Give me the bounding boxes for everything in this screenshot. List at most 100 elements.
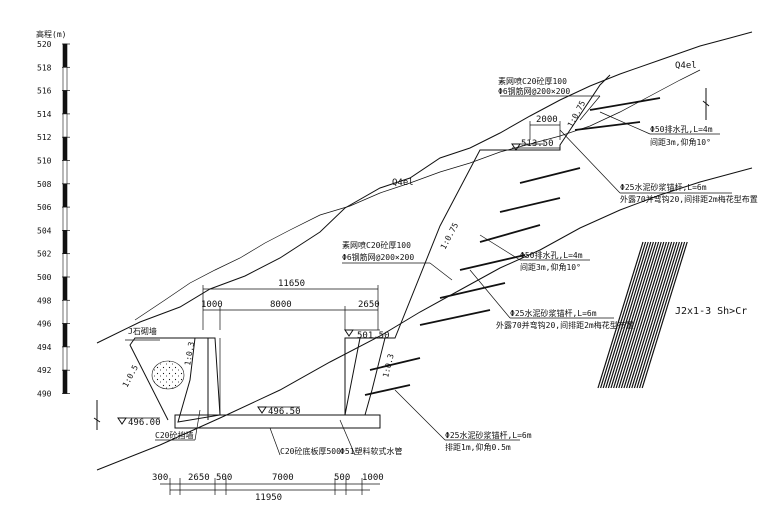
axis-title: 高程(m) <box>36 29 66 39</box>
axis-tick-label: 520 <box>37 40 52 49</box>
rock-hatch-line <box>641 241 688 389</box>
axis-tick-label: 502 <box>37 250 52 259</box>
axis-tick-label: 490 <box>37 390 52 399</box>
axis-bar-segment <box>62 67 68 91</box>
rock-hatch-line <box>623 241 670 389</box>
axis-bar-segment <box>62 113 68 138</box>
svg-text:Φ25水泥砂浆锚杆,L=6m: Φ25水泥砂浆锚杆,L=6m <box>510 308 597 318</box>
svg-text:C20砼挡墙: C20砼挡墙 <box>155 430 193 440</box>
top-dimensions: 11650 1000 8000 2650 2000 <box>201 115 561 330</box>
rock-hatch-line <box>602 241 649 389</box>
svg-text:Φ51塑料软式水管: Φ51塑料软式水管 <box>340 446 402 456</box>
axis-bar-segment <box>62 253 68 278</box>
svg-text:Φ50排水孔,L=4m: Φ50排水孔,L=4m <box>650 124 713 134</box>
svg-text:11950: 11950 <box>255 493 282 503</box>
rock-hatch-line <box>613 241 660 389</box>
svg-text:Φ50排水孔,L=4m: Φ50排水孔,L=4m <box>520 250 583 260</box>
elevation-axis: 5205185165145125105085065045025004984964… <box>37 40 70 399</box>
svg-text:素网喷C20砼厚100: 素网喷C20砼厚100 <box>342 240 411 250</box>
svg-text:Φ6钢筋网@200×200: Φ6钢筋网@200×200 <box>342 252 414 262</box>
rock-hatch-line <box>600 241 647 389</box>
note-drain-mid: Φ50排水孔,L=4m 间距3m,仰角10° <box>479 234 590 272</box>
svg-text:Φ25水泥砂浆锚杆,L=6m: Φ25水泥砂浆锚杆,L=6m <box>445 430 532 440</box>
svg-text:Φ25水泥砂浆锚杆,L=6m: Φ25水泥砂浆锚杆,L=6m <box>620 182 707 192</box>
axis-tick-label: 510 <box>37 157 52 166</box>
svg-text:J石砌墙: J石砌墙 <box>128 326 157 336</box>
svg-text:间距3m,仰角10°: 间距3m,仰角10° <box>650 137 711 147</box>
svg-text:1000: 1000 <box>201 300 223 310</box>
axis-bar-segment <box>62 43 68 68</box>
svg-text:500: 500 <box>216 473 232 483</box>
axis-bar-segment <box>62 136 68 161</box>
axis-bar-segment <box>62 323 68 348</box>
svg-text:300: 300 <box>152 473 168 483</box>
bottom-dimensions: 300 2650 500 7000 500 1000 11950 <box>152 473 384 503</box>
svg-text:间距3m,仰角10°: 间距3m,仰角10° <box>520 262 581 272</box>
svg-text:外露70并弯钩20,间排距2m梅花型布置: 外露70并弯钩20,间排距2m梅花型布置 <box>496 320 634 330</box>
note-anchor-mid: Φ25水泥砂浆锚杆,L=6m 外露70并弯钩20,间排距2m梅花型布置 <box>469 269 634 330</box>
rock-hatch-line <box>626 241 673 389</box>
svg-text:501.50: 501.50 <box>357 331 390 341</box>
axis-tick-label: 518 <box>37 63 52 72</box>
svg-text:C20砼底板厚500: C20砼底板厚500 <box>280 446 341 456</box>
svg-text:513.50: 513.50 <box>521 139 554 149</box>
rock-hatch-line <box>620 241 667 389</box>
axis-bar-segment <box>62 346 68 371</box>
axis-tick-label: 492 <box>37 366 52 375</box>
rock-hatch <box>597 241 688 389</box>
svg-text:素网喷C20砼厚100: 素网喷C20砼厚100 <box>498 76 567 86</box>
axis-bar-segment <box>62 369 68 394</box>
note-lining-upper: 素网喷C20砼厚100 Φ6钢筋网@200×200 <box>498 76 601 121</box>
axis-tick-label: 508 <box>37 180 52 189</box>
rock-hatch-line <box>631 241 678 389</box>
svg-text:2000: 2000 <box>536 115 558 125</box>
axis-tick-label: 516 <box>37 87 52 96</box>
axis-tick-label: 498 <box>37 296 52 305</box>
rock-hatch-line <box>639 241 686 389</box>
axis-bar-segment <box>62 206 68 231</box>
soil-label-mid: Q4el <box>392 178 414 188</box>
rock-hatch-line <box>605 241 652 389</box>
axis-bar-segment <box>62 183 68 208</box>
rock-hatch-line <box>628 241 675 389</box>
level-marker-496-50: 496.50 <box>257 406 301 417</box>
axis-tick-label: 514 <box>37 110 52 119</box>
svg-text:8000: 8000 <box>270 300 292 310</box>
rock-boundary-line <box>96 167 753 471</box>
note-block-wall: J石砌墙 <box>125 326 160 341</box>
axis-tick-label: 500 <box>37 273 52 282</box>
level-marker-513: 513.50 <box>511 139 554 151</box>
note-lining-mid: 素网喷C20砼厚100 Φ6钢筋网@200×200 <box>342 240 453 281</box>
slope-upper: 1:0.75 <box>566 99 588 129</box>
svg-text:496.50: 496.50 <box>268 407 301 417</box>
note-drain-pipe: Φ51塑料软式水管 <box>339 419 402 456</box>
slope-lower: 1:0.3 <box>381 353 396 379</box>
svg-text:Φ6钢筋网@200×200: Φ6钢筋网@200×200 <box>498 86 570 96</box>
cut-slope-profile <box>129 337 209 421</box>
level-marker-501: 501.50 <box>344 329 390 341</box>
axis-bar-segment <box>62 299 68 324</box>
rock-hatch-line <box>615 241 662 389</box>
rock-hatch-line <box>618 241 665 389</box>
svg-text:500: 500 <box>334 473 350 483</box>
rock-hatch-line <box>610 241 657 389</box>
anchors-upper <box>364 97 661 396</box>
rock-hatch-line <box>636 241 683 389</box>
slope-middle: 1:0.75 <box>439 221 461 251</box>
break-mark-right <box>702 88 710 120</box>
svg-text:排距1m,仰角0.5m: 排距1m,仰角0.5m <box>445 442 511 452</box>
note-drain-upper: Φ50排水孔,L=4m 间距3m,仰角10° <box>599 111 720 147</box>
right-concrete-wall <box>344 337 386 416</box>
svg-text:7000: 7000 <box>272 473 294 483</box>
axis-tick-label: 496 <box>37 320 52 329</box>
stone-block-fill <box>151 360 185 390</box>
break-mark-left <box>93 400 101 430</box>
note-anchor-upper: Φ25水泥砂浆锚杆,L=6m 外露70并弯钩20,间排距2m梅花型布置 <box>559 129 758 204</box>
ditch-inner-line <box>219 338 346 416</box>
svg-text:2650: 2650 <box>358 300 380 310</box>
svg-text:496.00: 496.00 <box>128 418 161 428</box>
axis-bar-segment <box>62 230 68 254</box>
rock-hatch-line <box>633 241 680 389</box>
